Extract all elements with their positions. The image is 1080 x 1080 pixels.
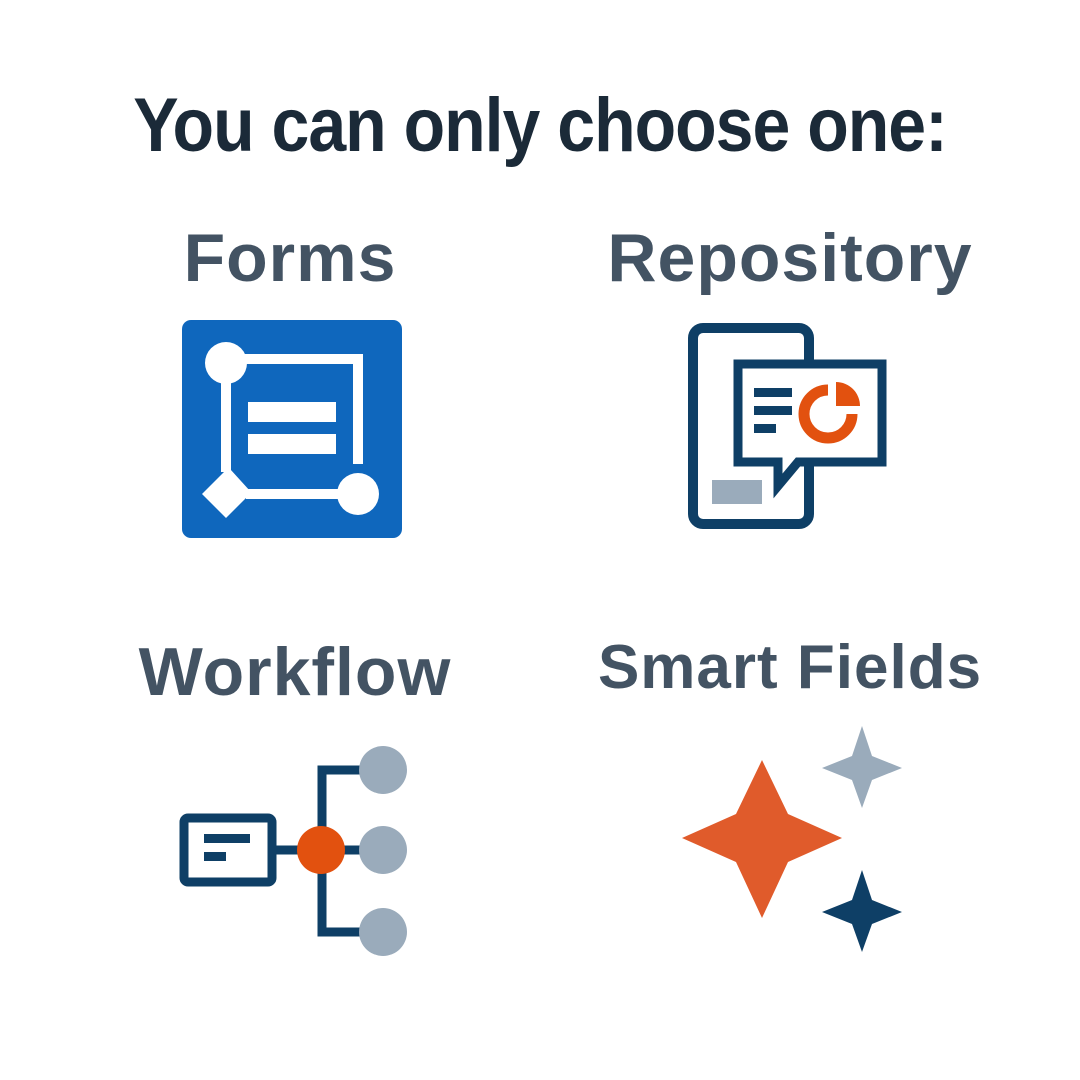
workflow-icon bbox=[179, 746, 407, 956]
option-label-smart-fields: Smart Fields bbox=[597, 633, 983, 702]
option-label-workflow: Workflow bbox=[138, 634, 452, 710]
headline: You can only choose one: bbox=[133, 82, 948, 168]
forms-icon bbox=[182, 320, 402, 538]
option-label-forms: Forms bbox=[183, 220, 397, 296]
option-label-repository: Repository bbox=[607, 220, 973, 296]
repository-icon bbox=[688, 323, 887, 529]
sparkles-icon bbox=[682, 726, 902, 952]
